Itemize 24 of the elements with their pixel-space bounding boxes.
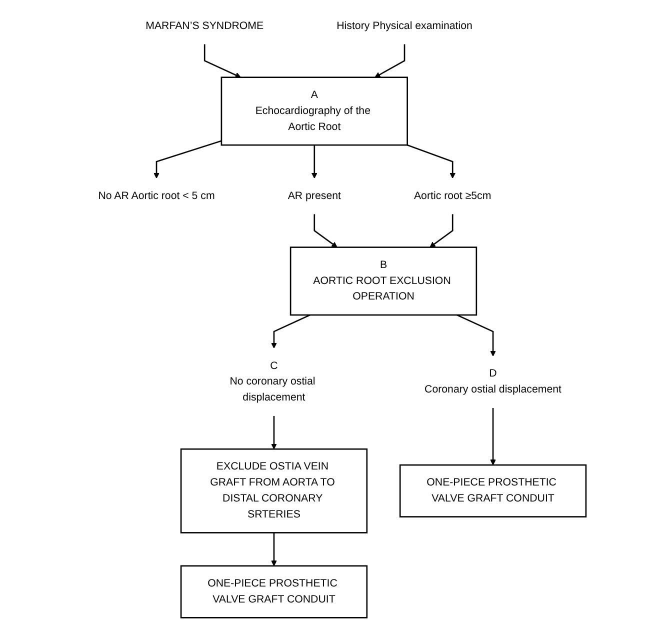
arrow (270, 532, 277, 566)
node-text: MARFAN’S SYNDROME (145, 20, 264, 32)
arrow (270, 314, 310, 348)
node-text: C No coronary ostial displacement (230, 360, 316, 403)
node-text: D Coronary ostial displacement (424, 368, 562, 395)
node-text: No AR Aortic root < 5 cm (98, 190, 215, 201)
arrow (314, 214, 338, 248)
node-text: Aortic root ≥5cm (414, 190, 492, 201)
node-box: ONE-PIECE PROSTHETIC VALVE GRAFT CONDUIT (180, 564, 368, 618)
arrow (406, 144, 456, 178)
arrow (456, 314, 496, 356)
node-box: B AORTIC ROOT EXCLUSION OPERATION (290, 246, 477, 316)
node-box: ONE-PIECE PROSTHETIC VALVE GRAFT CONDUIT (399, 464, 586, 517)
node-box: EXCLUDE OSTIA VEIN GRAFT FROM AORTA TO DISTAL CORONARY SRTERIES (180, 448, 368, 533)
arrow (270, 415, 277, 449)
arrow (429, 214, 454, 248)
node-text: History Physical examination (336, 20, 472, 32)
arrow (490, 407, 496, 465)
arrow (374, 44, 406, 78)
node-text: AR present (288, 190, 341, 201)
arrow (153, 140, 222, 178)
arrow (311, 144, 318, 178)
node-box: A Echocardiography of the Aortic Root (220, 76, 408, 146)
arrow (204, 44, 241, 78)
